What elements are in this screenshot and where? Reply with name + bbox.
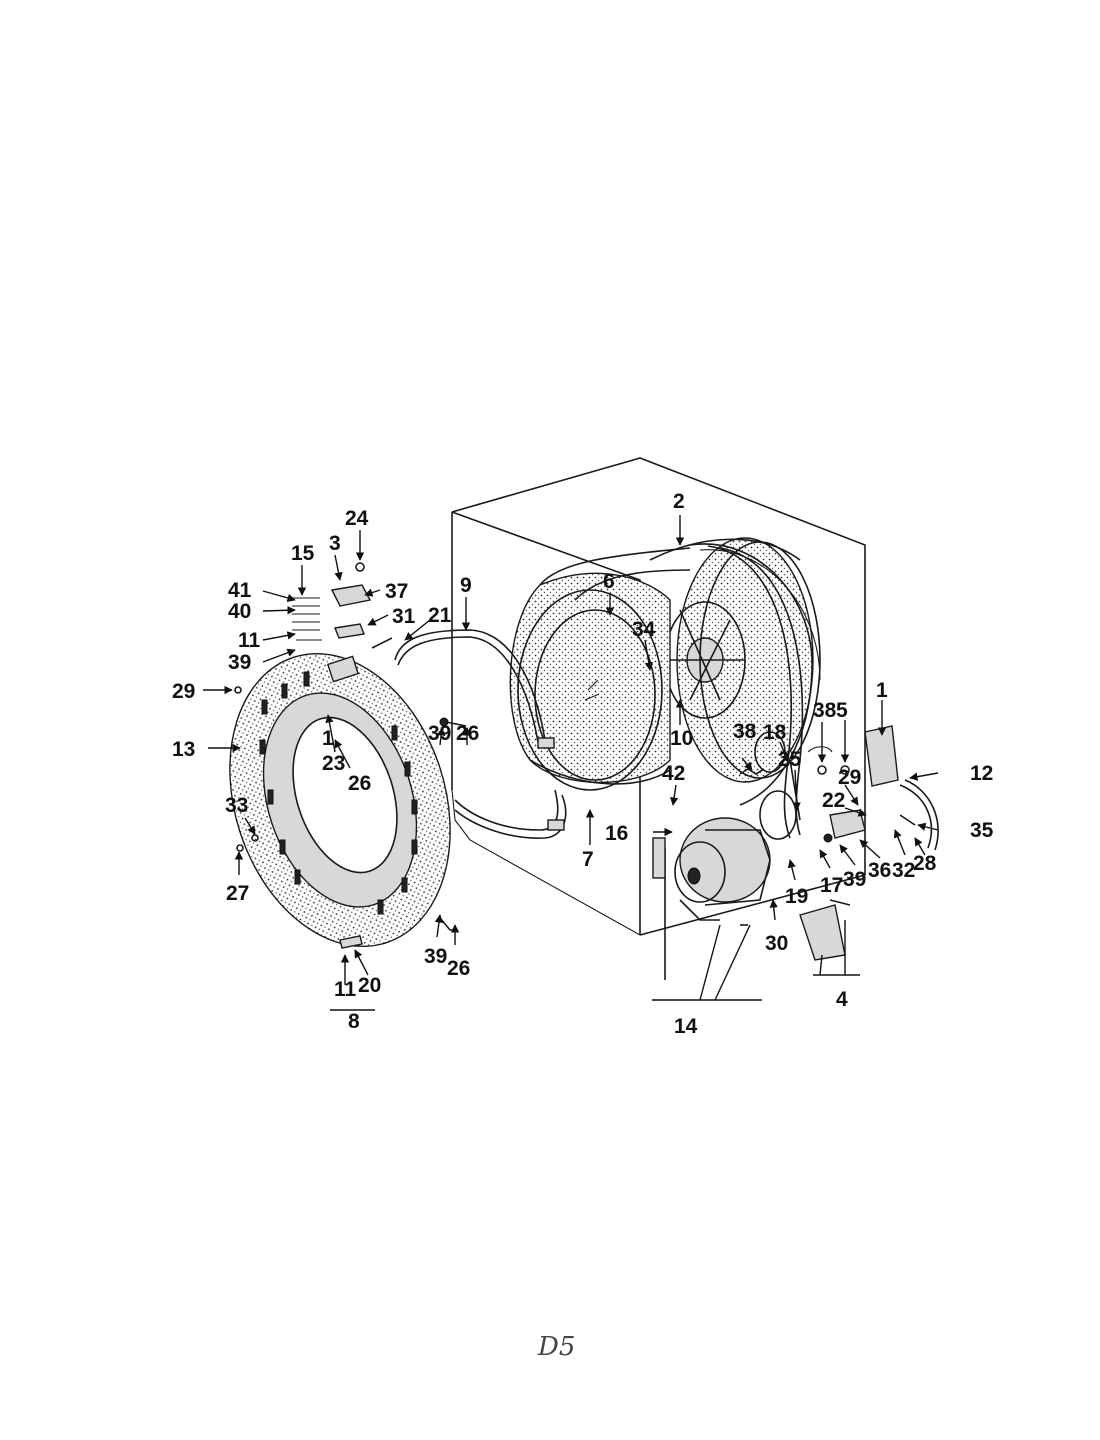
callout-39-top: 39 [228, 651, 251, 674]
front-panel [229, 652, 451, 948]
callout-6: 6 [603, 570, 615, 593]
callout-37: 37 [385, 580, 408, 603]
callout-14: 14 [674, 1015, 698, 1038]
callout-39-right: 39 [843, 868, 866, 891]
callout-26-bottom: 26 [447, 957, 470, 980]
callout-4: 4 [836, 988, 848, 1011]
callout-30: 30 [765, 932, 788, 955]
callout-32: 32 [892, 859, 915, 882]
callout-16: 16 [605, 822, 628, 845]
callout-38-mid: 38 [733, 720, 757, 743]
top-small-parts [234, 562, 467, 949]
callout-19: 19 [785, 885, 808, 908]
callout-8: 8 [348, 1010, 360, 1033]
callout-labels: 2 6 9 34 10 7 16 42 3 24 15 41 40 37 31 … [172, 490, 994, 1038]
callout-9: 9 [460, 574, 472, 597]
callout-2: 2 [673, 490, 685, 513]
callout-3: 3 [329, 532, 341, 555]
wire-harness [394, 629, 567, 839]
callout-39-bottom: 39 [424, 945, 447, 968]
callout-42: 42 [662, 762, 685, 785]
callout-15: 15 [291, 542, 315, 565]
callout-20: 20 [358, 974, 381, 997]
callout-21: 21 [428, 604, 452, 627]
motor-assembly [652, 725, 939, 980]
callout-10: 10 [670, 727, 693, 750]
callout-25: 25 [778, 748, 802, 771]
callout-5: 5 [836, 699, 848, 722]
handwritten-note: D5 [537, 1332, 575, 1362]
callout-28: 28 [913, 852, 937, 875]
callout-26-mid: 26 [348, 772, 371, 795]
callout-27: 27 [226, 882, 249, 905]
callout-23: 23 [322, 752, 345, 775]
callout-34: 34 [632, 618, 656, 641]
callout-18: 18 [763, 721, 787, 744]
callout-39-mid: 39 [428, 722, 451, 745]
callout-26-top: 26 [456, 722, 479, 745]
callout-38-right: 38 [813, 699, 837, 722]
callout-36: 36 [868, 859, 891, 882]
callout-40: 40 [228, 600, 251, 623]
front-drum [509, 547, 691, 791]
callout-7: 7 [582, 848, 594, 871]
callout-31: 31 [392, 605, 416, 628]
cabinet [451, 457, 866, 936]
callout-29-right: 29 [838, 766, 861, 789]
callout-17: 17 [820, 874, 843, 897]
callout-11-top: 11 [238, 629, 261, 652]
callout-29-left: 29 [172, 680, 195, 703]
callout-12: 12 [970, 762, 993, 785]
callout-11-bottom: 11 [334, 978, 357, 1001]
callout-13: 13 [172, 738, 195, 761]
callout-22: 22 [822, 789, 845, 812]
callout-1-left: 1 [322, 727, 334, 750]
callout-1-right: 1 [876, 679, 888, 702]
callout-35: 35 [970, 819, 994, 842]
callout-24: 24 [345, 507, 369, 530]
callout-33: 33 [225, 794, 248, 817]
leader-lines [203, 515, 939, 1011]
callout-41: 41 [228, 579, 252, 602]
